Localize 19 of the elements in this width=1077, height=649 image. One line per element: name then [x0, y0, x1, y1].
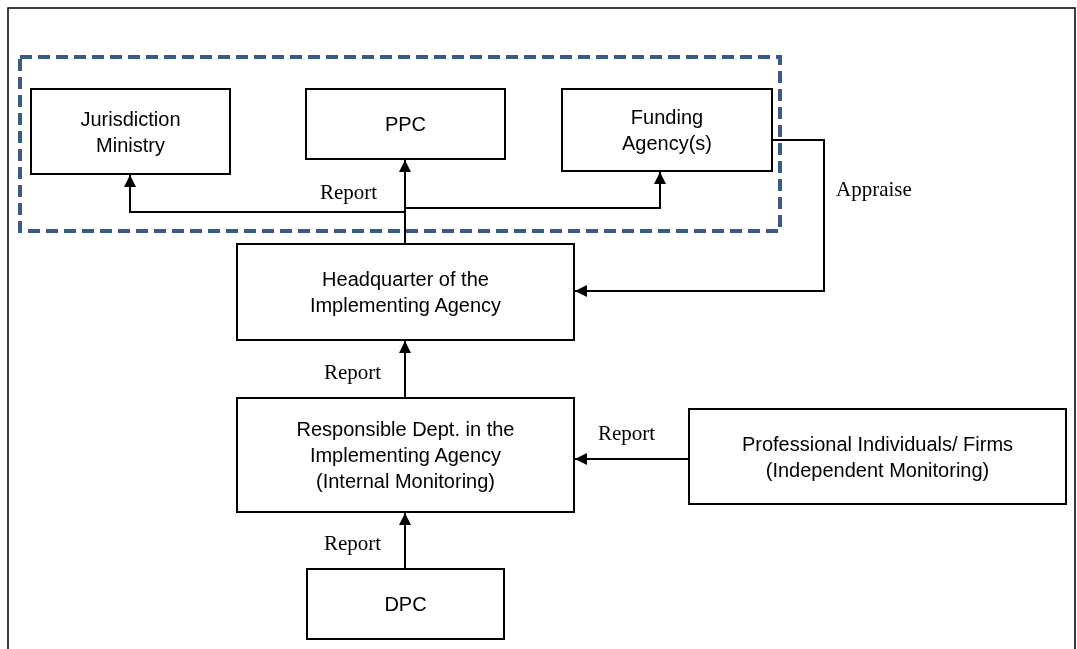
arrow	[399, 340, 411, 398]
box-label: Headquarter of the Implementing Agency	[308, 267, 503, 318]
process-box	[30, 88, 231, 175]
process-box	[236, 397, 575, 513]
box-label: Jurisdiction Ministry	[79, 106, 182, 158]
box-label: Responsible Dept. in the Implementing Agency (Internal Monitoring)	[295, 417, 516, 494]
box-label: DPC	[384, 592, 427, 617]
box-label: PPC	[384, 112, 427, 137]
dashed-group-box	[18, 55, 782, 233]
process-box	[306, 568, 505, 640]
process-box	[561, 88, 773, 172]
process-box	[305, 88, 506, 160]
arrow	[574, 139, 825, 297]
arrow	[574, 453, 689, 465]
process-box	[688, 408, 1067, 505]
process-box	[236, 243, 575, 341]
arrow	[399, 512, 411, 569]
box-label: Professional Individuals/ Firms (Independent Monitoring)	[740, 431, 1015, 483]
box-label: Funding Agency(s)	[621, 105, 713, 156]
